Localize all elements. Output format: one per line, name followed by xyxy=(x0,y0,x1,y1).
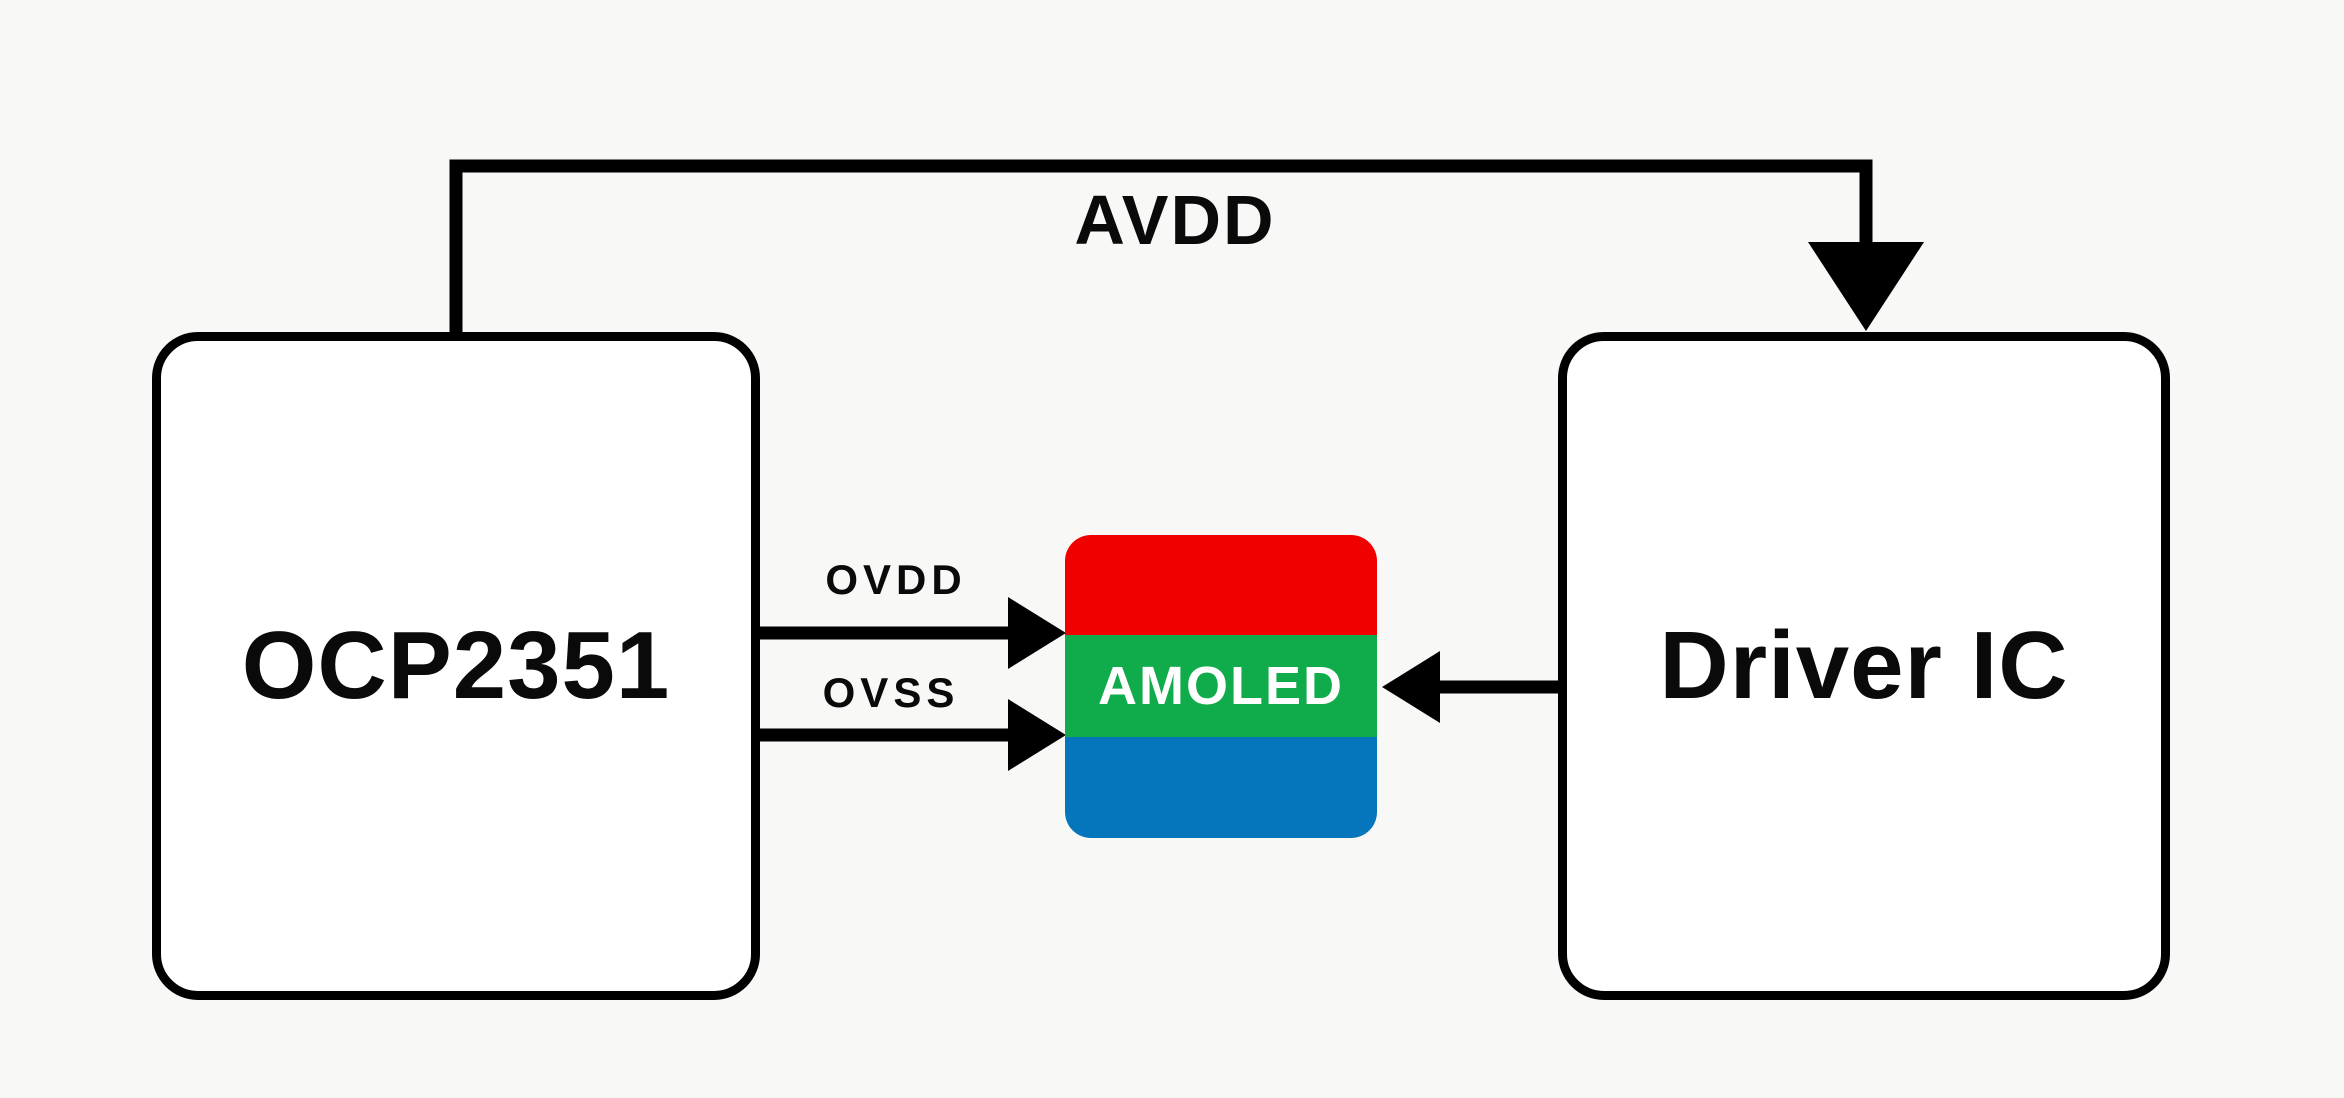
block-driver-ic: Driver IC xyxy=(1558,332,2170,1000)
avdd-wire xyxy=(449,159,1873,336)
amoled-stripe-blue xyxy=(1065,737,1377,838)
ovdd-arrowhead xyxy=(1008,597,1066,669)
signal-label-ovss: OVSS xyxy=(822,669,960,716)
driver-to-amoled-arrowhead xyxy=(1382,651,1440,723)
ovss-arrowhead xyxy=(1008,699,1066,771)
block-amoled: AMOLED xyxy=(1065,535,1377,838)
avdd-arrowhead xyxy=(1808,242,1924,331)
amoled-stripe-red xyxy=(1065,535,1377,635)
driver-ic-label: Driver IC xyxy=(1659,612,2069,719)
ocp2351-label: OCP2351 xyxy=(241,612,671,719)
signal-label-avdd: AVDD xyxy=(1074,181,1276,259)
amoled-stripe-green: AMOLED xyxy=(1065,635,1377,737)
block-ocp2351: OCP2351 xyxy=(152,332,760,1000)
amoled-label: AMOLED xyxy=(1098,656,1344,716)
signal-label-ovdd: OVDD xyxy=(825,556,967,603)
